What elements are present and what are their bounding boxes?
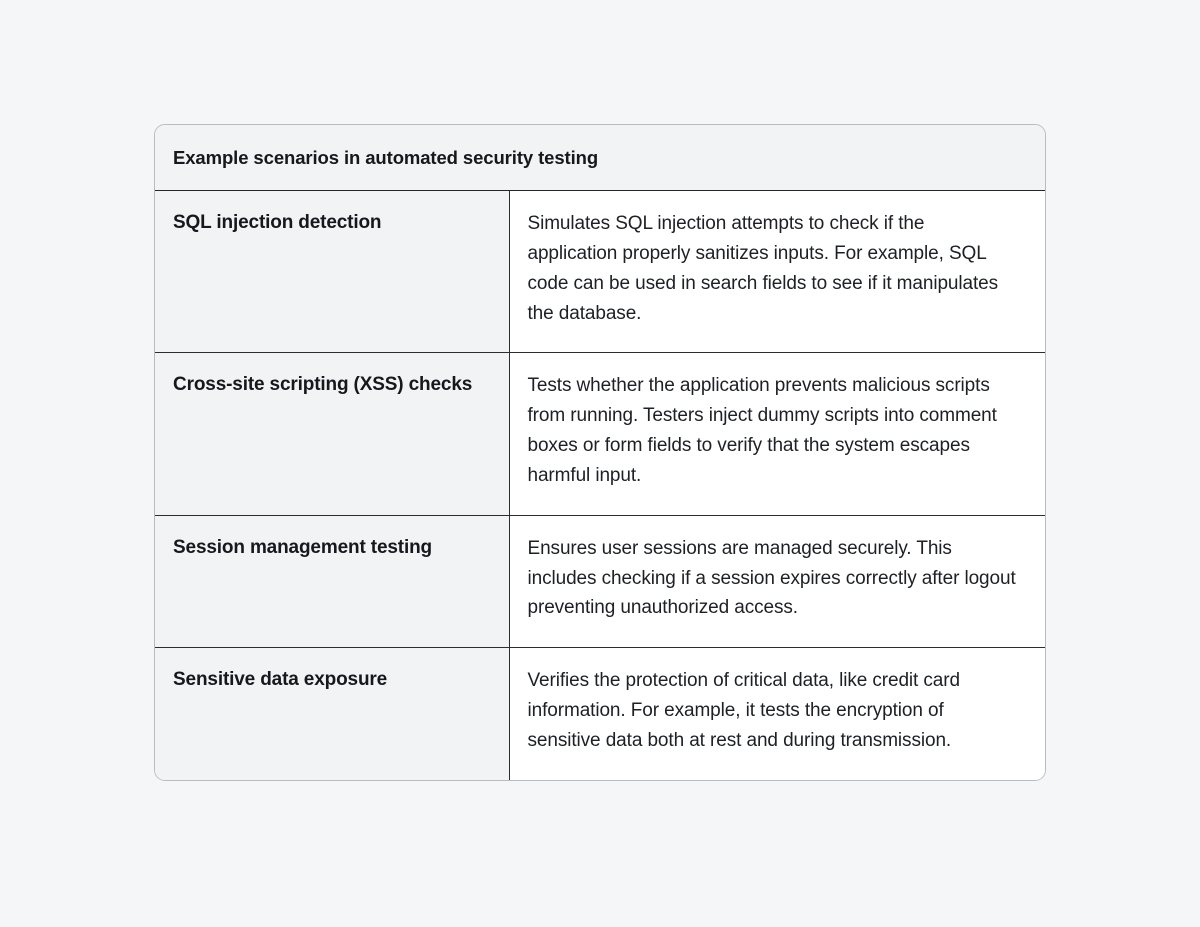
scenario-description-cell: Simulates SQL injection attempts to chec… xyxy=(509,190,1045,354)
table-title: Example scenarios in automated security … xyxy=(173,147,599,168)
table-row: Session management testing Ensures user … xyxy=(155,515,1045,649)
scenario-label: Sensitive data exposure xyxy=(173,669,388,691)
table-row: Sensitive data exposure Verifies the pro… xyxy=(155,647,1045,780)
scenario-description-cell: Tests whether the application prevents m… xyxy=(509,352,1045,516)
scenario-label: SQL injection detection xyxy=(173,212,382,234)
scenario-label: Session management testing xyxy=(173,536,433,558)
scenario-description: Ensures user sessions are managed secure… xyxy=(527,537,1016,619)
table-row: Cross-site scripting (XSS) checks Tests … xyxy=(155,352,1045,516)
table-body: SQL injection detection Simulates SQL in… xyxy=(155,190,1045,780)
scenario-label-cell: Session management testing xyxy=(155,515,510,649)
security-scenarios-table: Example scenarios in automated security … xyxy=(155,125,1045,780)
scenario-description-cell: Verifies the protection of critical data… xyxy=(509,647,1045,780)
table-header: Example scenarios in automated security … xyxy=(155,125,1045,192)
scenario-description-cell: Ensures user sessions are managed secure… xyxy=(509,515,1045,649)
scenario-description: Tests whether the application prevents m… xyxy=(527,375,997,486)
table-header-row: Example scenarios in automated security … xyxy=(155,125,1045,192)
table-row: SQL injection detection Simulates SQL in… xyxy=(155,190,1045,354)
security-scenarios-table-card: Example scenarios in automated security … xyxy=(154,124,1046,781)
scenario-description: Simulates SQL injection attempts to chec… xyxy=(527,213,999,324)
scenario-label-cell: Cross-site scripting (XSS) checks xyxy=(155,352,510,516)
scenario-description: Verifies the protection of critical data… xyxy=(527,670,961,751)
table-title-cell: Example scenarios in automated security … xyxy=(155,125,1045,192)
scenario-label-cell: Sensitive data exposure xyxy=(155,647,510,780)
scenario-label-cell: SQL injection detection xyxy=(155,190,510,354)
scenario-label: Cross-site scripting (XSS) checks xyxy=(173,374,473,396)
